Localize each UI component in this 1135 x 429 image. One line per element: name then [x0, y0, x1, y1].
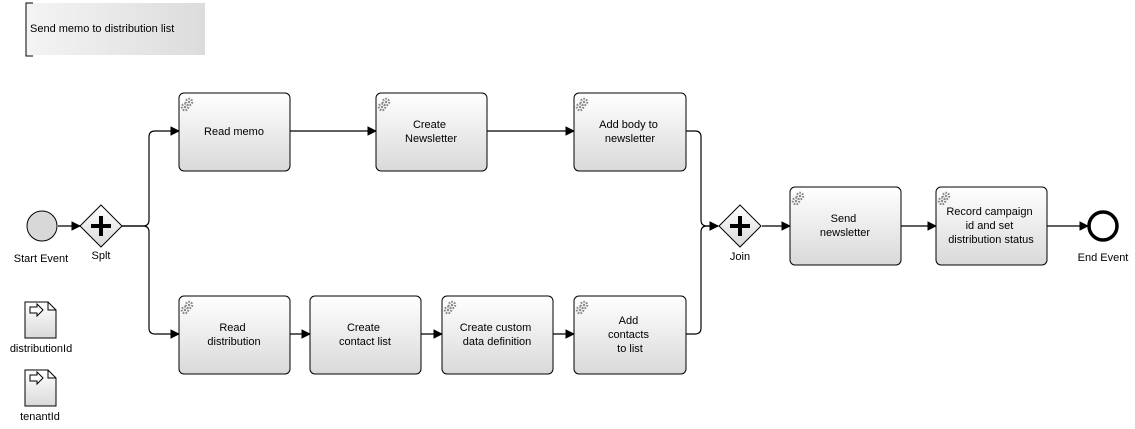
- task-label: Read memo: [204, 126, 264, 138]
- task-create-custom-data-definition[interactable]: Create custom data definition: [441, 295, 554, 375]
- flow-split-to-read-distribution[interactable]: [122, 225, 180, 339]
- task-read-memo[interactable]: Read memo: [178, 92, 291, 172]
- data-object-label: tenantId: [20, 411, 60, 423]
- task-label: Record campaign id and set distribution …: [946, 206, 1035, 246]
- arrow-right-icon: [29, 302, 44, 318]
- flow-add-contacts-to-join[interactable]: [686, 221, 719, 335]
- data-object-label: distributionId: [10, 343, 72, 355]
- plus-icon: [730, 216, 750, 236]
- sequence-flows: [58, 126, 1089, 339]
- task-create-contact-list[interactable]: Create contact list: [309, 295, 422, 375]
- task-label: Add contacts to list: [608, 315, 652, 355]
- flow-split-to-read-memo[interactable]: [122, 126, 180, 227]
- split-gateway-label: Splt: [92, 250, 111, 262]
- task-label: Add body to newsletter: [599, 119, 661, 145]
- task-create-newsletter[interactable]: Create Newsletter: [375, 92, 488, 172]
- task-send-newsletter[interactable]: Send newsletter: [789, 186, 902, 266]
- task-label: Create Newsletter: [405, 119, 457, 145]
- text-annotation[interactable]: Send memo to distribution list: [25, 2, 205, 57]
- task-label: Create contact list: [339, 322, 391, 348]
- task-add-contacts[interactable]: Add contacts to list: [573, 295, 687, 375]
- join-gateway-label: Join: [730, 251, 750, 263]
- task-label: Create custom data definition: [460, 322, 535, 348]
- end-event[interactable]: End Event: [1078, 210, 1129, 264]
- task-label: Read distribution: [207, 322, 260, 348]
- task-record-campaign[interactable]: Record campaign id and set distribution …: [935, 186, 1048, 266]
- task-read-distribution[interactable]: Read distribution: [178, 295, 291, 375]
- data-object-distribution-id[interactable]: distributionId: [10, 301, 72, 355]
- task-add-body[interactable]: Add body to newsletter: [573, 92, 687, 172]
- split-gateway[interactable]: Splt: [79, 204, 123, 262]
- task-label: Send newsletter: [820, 213, 870, 239]
- flow-add-body-to-join[interactable]: [686, 130, 719, 231]
- annotation-text: Send memo to distribution list: [30, 23, 174, 35]
- end-event-label: End Event: [1078, 252, 1129, 264]
- data-object-tenant-id[interactable]: tenantId: [20, 369, 60, 423]
- arrow-right-icon: [29, 370, 44, 386]
- start-event-label: Start Event: [14, 253, 68, 265]
- plus-icon: [91, 216, 111, 236]
- start-event[interactable]: Start Event: [14, 210, 68, 265]
- join-gateway[interactable]: Join: [718, 204, 762, 263]
